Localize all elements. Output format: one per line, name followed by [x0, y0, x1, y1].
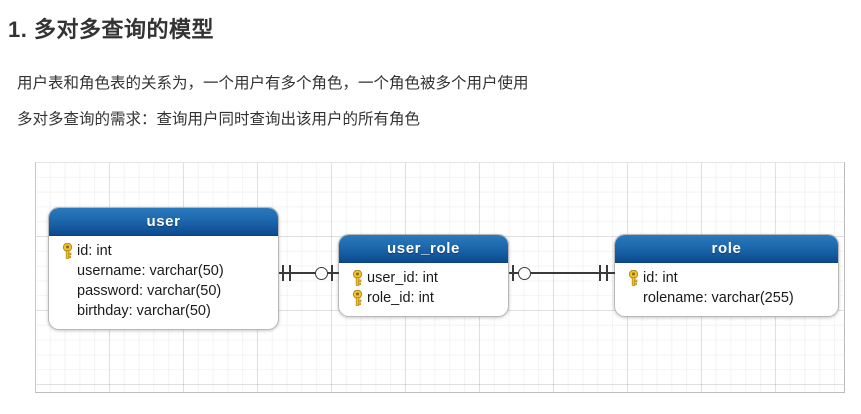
field-label: role_id: int — [367, 290, 434, 306]
cardinality-one-tick — [606, 265, 608, 281]
field-label: password: varchar(50) — [77, 283, 222, 299]
entity-user-role-title: user_role — [339, 235, 508, 263]
entity-user-title: user — [49, 208, 278, 236]
entity-role[interactable]: role id: int rolename: varchar(255) — [614, 234, 839, 317]
cardinality-one-tick — [512, 265, 514, 281]
field-row: username: varchar(50) — [57, 261, 270, 281]
cardinality-one-tick — [289, 265, 291, 281]
er-diagram-canvas: user id: int username: varchar(50) — [35, 162, 845, 393]
field-label: id: int — [643, 270, 678, 286]
relationship-line — [509, 272, 615, 274]
entity-role-fields: id: int rolename: varchar(255) — [615, 263, 838, 316]
cardinality-zero-ring — [518, 266, 531, 280]
field-row: rolename: varchar(255) — [623, 288, 830, 308]
cardinality-one-tick — [282, 265, 284, 281]
entity-role-title: role — [615, 235, 838, 263]
field-label: user_id: int — [367, 270, 438, 286]
entity-user-role-fields: user_id: int role_id: int — [339, 263, 508, 316]
entity-user-fields: id: int username: varchar(50) password: … — [49, 236, 278, 329]
relationship-user-to-user-role — [279, 262, 339, 284]
field-row: birthday: varchar(50) — [57, 301, 270, 321]
field-row: role_id: int — [347, 288, 500, 308]
field-row: id: int — [623, 268, 830, 288]
field-row: id: int — [57, 241, 270, 261]
primary-key-icon — [57, 242, 77, 260]
field-label: birthday: varchar(50) — [77, 303, 211, 319]
field-row: user_id: int — [347, 268, 500, 288]
primary-key-icon — [347, 269, 367, 287]
relationship-line — [279, 272, 339, 274]
primary-key-icon — [347, 289, 367, 307]
relationship-user-role-to-role — [509, 262, 615, 284]
description-line-2: 多对多查询的需求：查询用户同时查询出该用户的所有角色 — [17, 111, 421, 128]
field-label: username: varchar(50) — [77, 263, 224, 279]
entity-user[interactable]: user id: int username: varchar(50) — [48, 207, 279, 330]
cardinality-one-tick — [599, 265, 601, 281]
field-label: rolename: varchar(255) — [643, 290, 794, 306]
field-label: id: int — [77, 243, 112, 259]
page-title: 1. 多对多查询的模型 — [8, 17, 214, 42]
entity-user-role[interactable]: user_role user_id: int — [338, 234, 509, 317]
cardinality-zero-ring — [315, 266, 328, 280]
cardinality-one-tick — [331, 265, 333, 281]
primary-key-icon — [623, 269, 643, 287]
description-line-1: 用户表和角色表的关系为，一个用户有多个角色，一个角色被多个用户使用 — [17, 75, 529, 92]
field-row: password: varchar(50) — [57, 281, 270, 301]
